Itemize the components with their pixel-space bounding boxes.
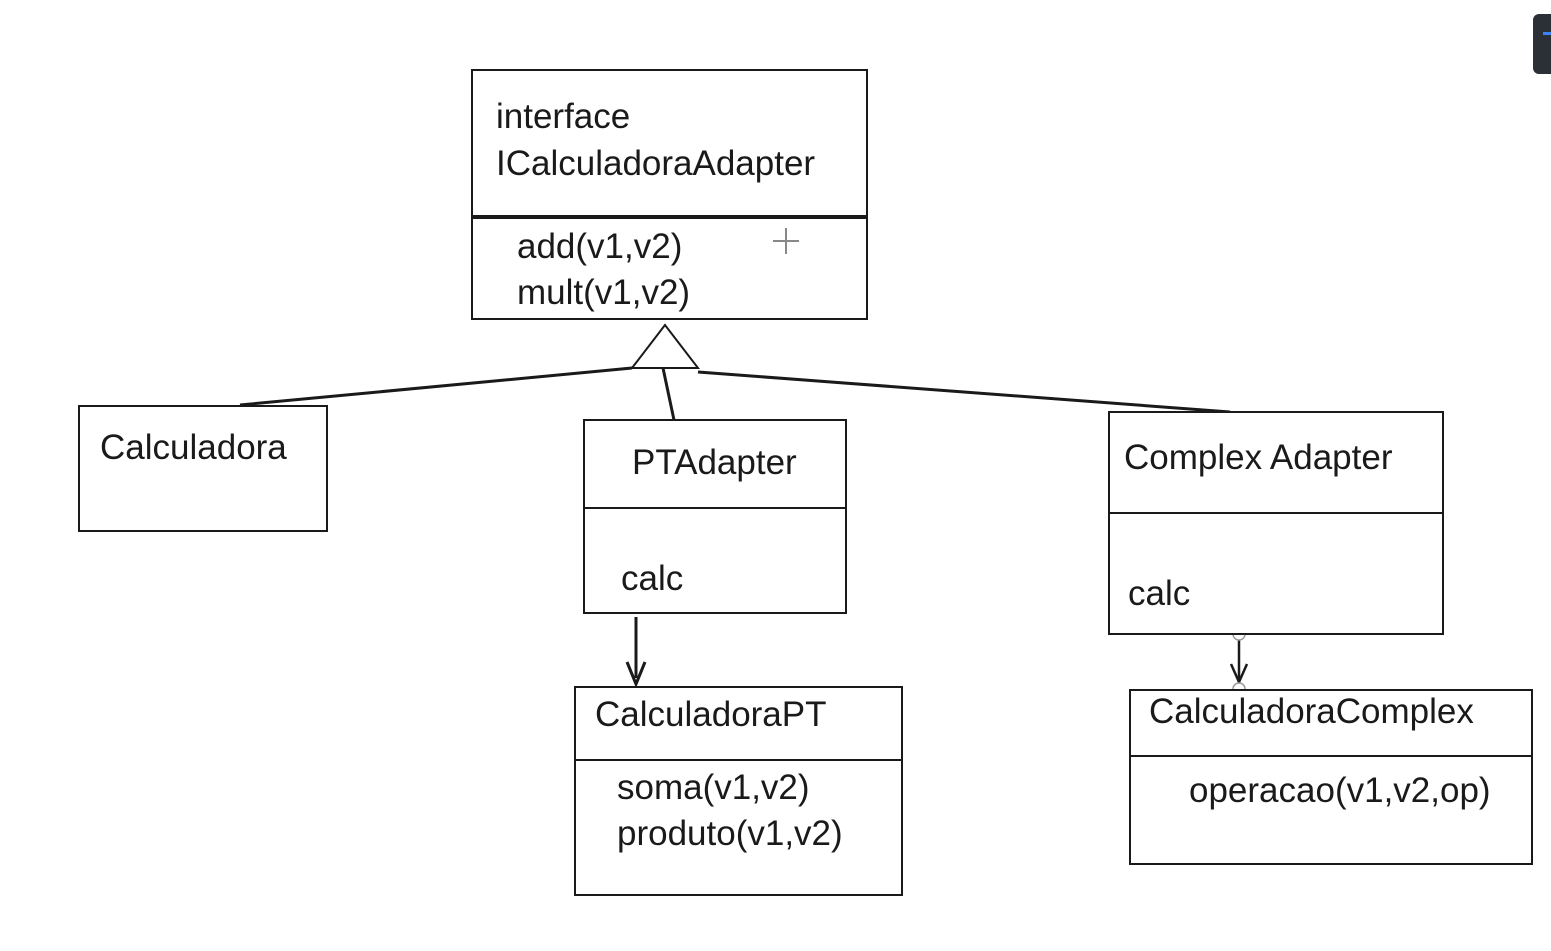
side-panel-tab[interactable] bbox=[1533, 14, 1551, 74]
calculadora-pt-name: CalculadoraPT bbox=[595, 695, 827, 734]
generalization-line-calculadora bbox=[239, 366, 633, 407]
interface-class-box[interactable]: interface ICalculadoraAdapter add(v1,v2)… bbox=[471, 69, 868, 320]
calculadora-class-box[interactable]: Calculadora bbox=[78, 405, 328, 532]
interface-method-mult: mult(v1,v2) bbox=[517, 273, 691, 312]
calculadora-name: Calculadora bbox=[100, 428, 287, 467]
calculadora-pt-method-produto: produto(v1,v2) bbox=[617, 814, 843, 853]
calculadora-complex-method-operacao: operacao(v1,v2,op) bbox=[1189, 771, 1491, 810]
ptadapter-class-box[interactable]: PTAdapter calc bbox=[583, 419, 847, 614]
complex-adapter-class-box[interactable]: Complex Adapter calc bbox=[1108, 411, 1444, 635]
calculadora-pt-divider bbox=[576, 759, 901, 761]
association-arrowhead-pt bbox=[625, 661, 647, 688]
complex-adapter-name: Complex Adapter bbox=[1124, 438, 1393, 477]
generalization-line-ptadapter bbox=[661, 367, 676, 421]
calculadora-complex-name: CalculadoraComplex bbox=[1149, 692, 1474, 731]
complex-adapter-divider bbox=[1110, 512, 1442, 514]
complex-adapter-method-calc: calc bbox=[1128, 574, 1191, 613]
calculadora-pt-method-soma: soma(v1,v2) bbox=[617, 768, 810, 807]
ptadapter-name: PTAdapter bbox=[632, 443, 797, 482]
ptadapter-divider bbox=[585, 507, 845, 509]
generalization-line-complex-adapter bbox=[697, 370, 1231, 414]
calculadora-complex-class-box[interactable]: CalculadoraComplex operacao(v1,v2,op) bbox=[1129, 689, 1533, 865]
calculadora-complex-divider bbox=[1131, 755, 1531, 757]
interface-method-add: add(v1,v2) bbox=[517, 227, 683, 266]
crosshair-cursor-icon bbox=[773, 228, 799, 254]
ptadapter-method-calc: calc bbox=[621, 559, 684, 598]
association-arrowhead-complex bbox=[1229, 663, 1249, 686]
inheritance-triangle bbox=[629, 323, 701, 369]
interface-name: ICalculadoraAdapter bbox=[496, 144, 816, 183]
calculadora-pt-class-box[interactable]: CalculadoraPT soma(v1,v2) produto(v1,v2) bbox=[574, 686, 903, 896]
interface-stereotype: interface bbox=[496, 97, 631, 136]
interface-divider bbox=[473, 215, 866, 219]
